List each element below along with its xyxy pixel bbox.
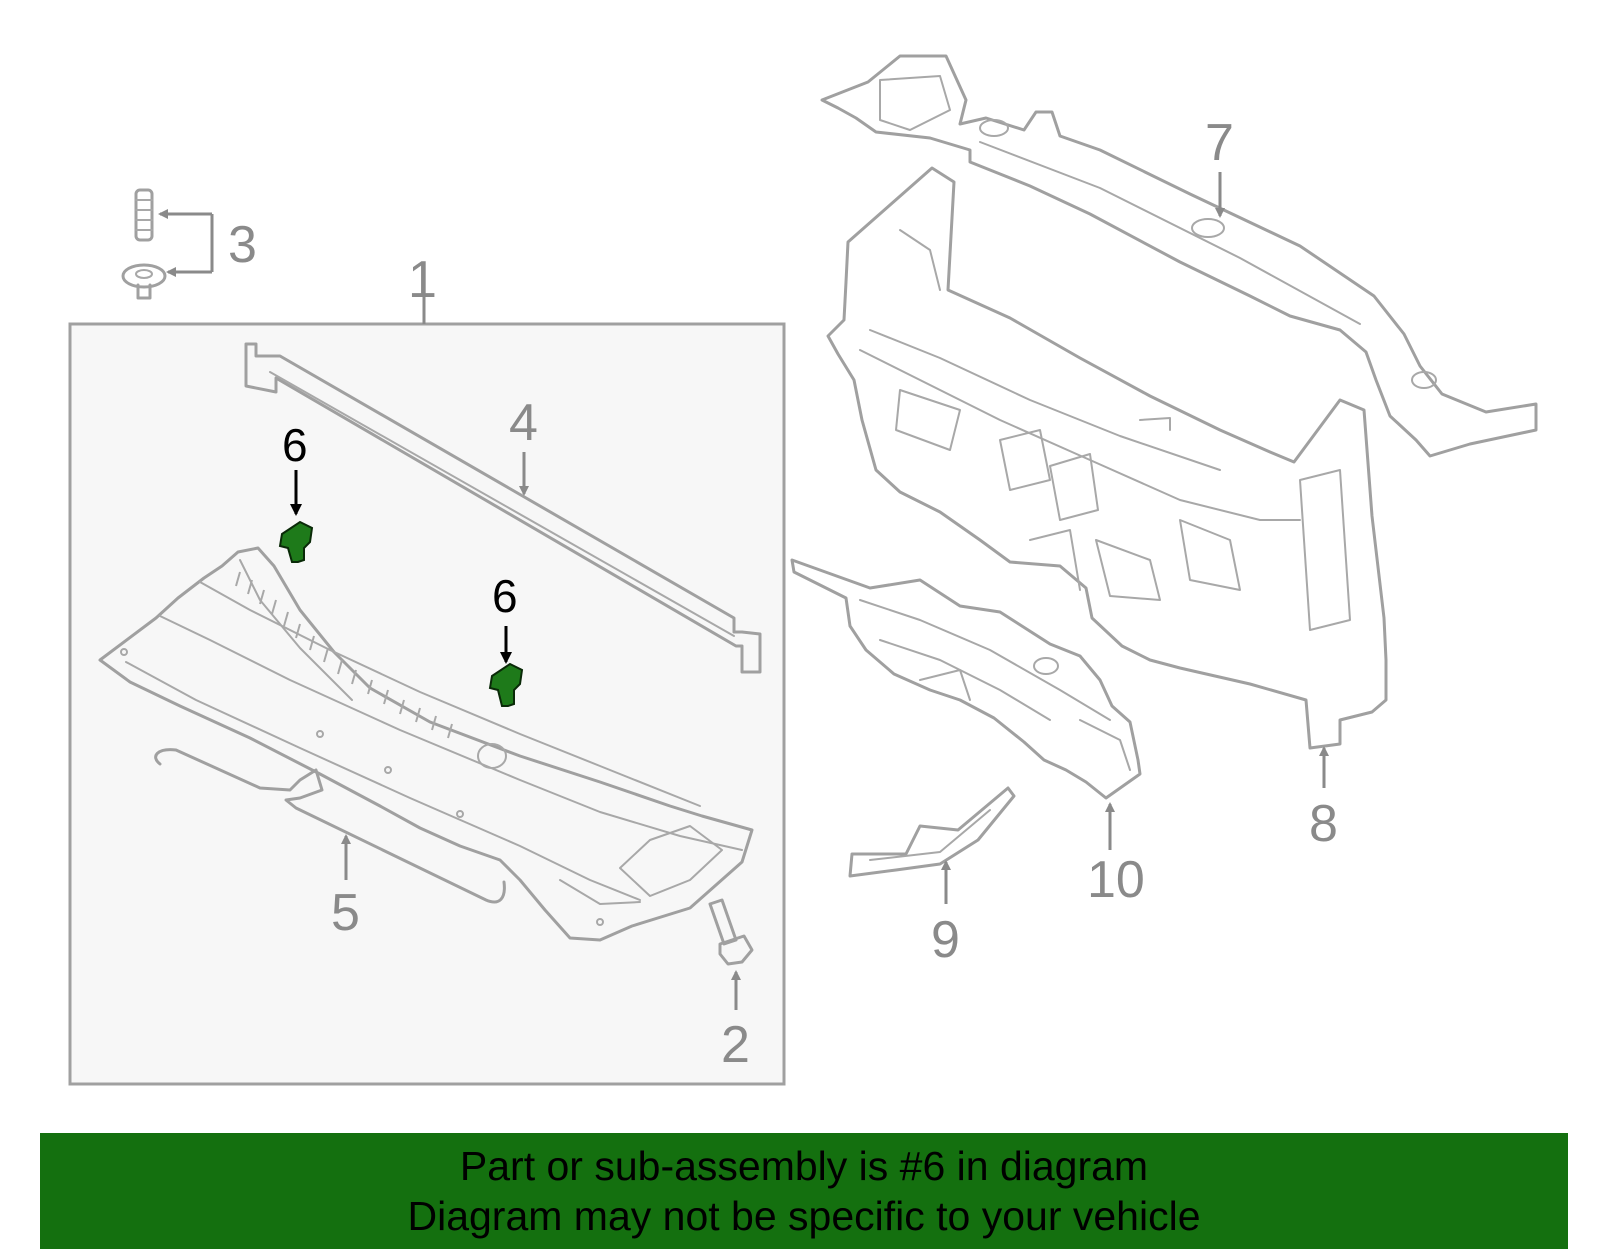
callout-6b: 6 (492, 570, 518, 622)
part-4-seal-strip (244, 342, 762, 674)
callout-5: 5 (331, 884, 360, 942)
callout-6a: 6 (282, 419, 308, 471)
part-6-clip-upper (278, 520, 314, 563)
part-2-bolt (708, 898, 754, 966)
callout-7: 9 (931, 911, 960, 969)
callout-8: 7 (1205, 114, 1234, 172)
assembly-inset-box (68, 322, 786, 1086)
part-10-lower-reinforcement (790, 558, 1142, 800)
part-9-dash-panel (826, 166, 1388, 750)
part-5-hose (154, 748, 506, 904)
callout-3: 3 (228, 216, 257, 274)
callout-1: 1 (408, 251, 437, 309)
callout-4: 4 (509, 394, 538, 452)
part-6-clip-lower (488, 662, 524, 707)
banner-line-1: Part or sub-assembly is #6 in diagram (459, 1143, 1149, 1189)
part-7-bracket (848, 786, 1016, 878)
part-8-upper-crossmember (820, 54, 1538, 458)
banner-line-2: Diagram may not be specific to your vehi… (407, 1193, 1201, 1239)
callout-2: 2 (721, 1016, 750, 1074)
callout-9: 8 (1309, 795, 1338, 853)
info-banner: Part or sub-assembly is #6 in diagram Di… (40, 1133, 1568, 1249)
part-1-cowl-panel (98, 546, 754, 942)
callout-10: 10 (1087, 851, 1145, 909)
part-3-stud-nut (121, 188, 214, 300)
